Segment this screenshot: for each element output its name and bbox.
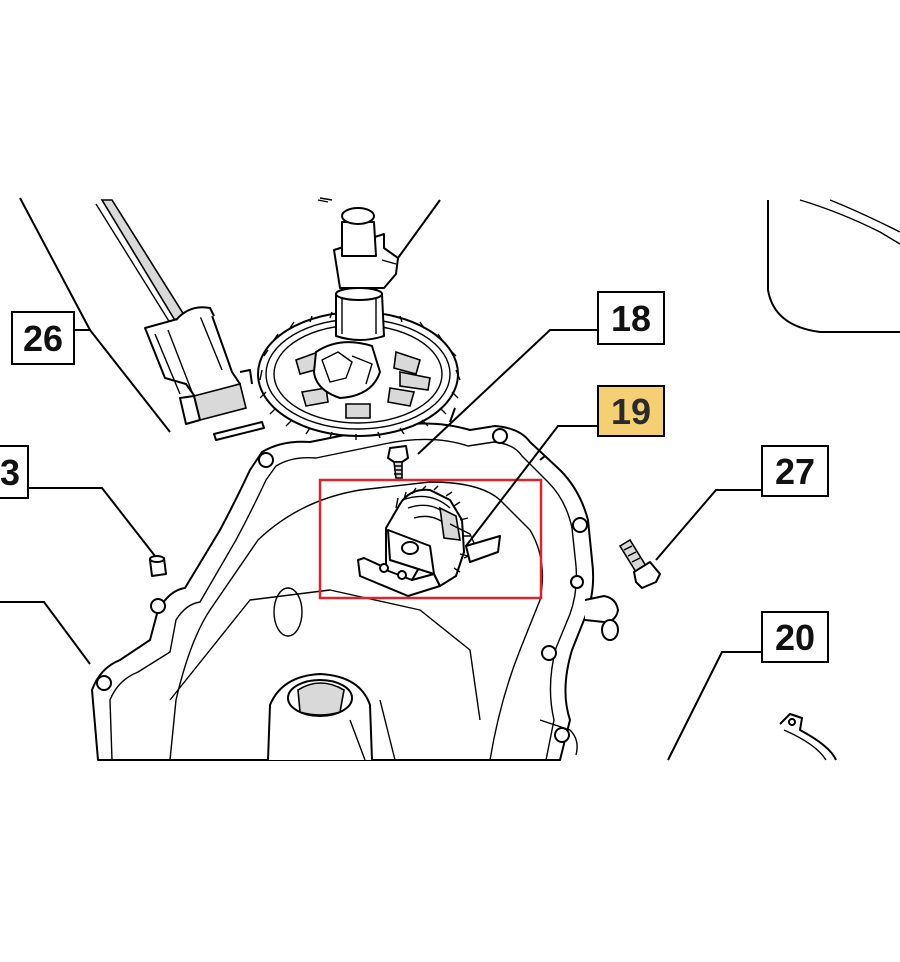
callout-19-label: 19: [611, 391, 651, 432]
leader-lines: [0, 197, 762, 761]
crankcase-cover-icon: [91, 422, 619, 761]
camshaft-gear-icon: [257, 197, 461, 440]
callout-18: 18: [597, 291, 665, 345]
dipstick-tube-icon: [95, 199, 265, 441]
callout-27-label: 27: [775, 451, 815, 492]
callout-3: 3: [0, 445, 29, 499]
callout-20: 20: [761, 611, 829, 663]
bolt-icon: [618, 538, 661, 589]
governor-assembly-icon: [357, 485, 501, 597]
callout-3-label: 3: [0, 452, 20, 493]
bottom-margin: [0, 761, 900, 962]
callout-26-label: 26: [23, 318, 63, 359]
callout-18-label: 18: [611, 298, 651, 339]
clip-icon: [779, 713, 837, 761]
highlight-frame: [318, 478, 543, 600]
housing-corner-icon: [767, 199, 900, 333]
screw-icon: [387, 445, 409, 479]
callout-26: 26: [11, 311, 75, 365]
dowel-pin-icon: [149, 555, 167, 577]
callout-27: 27: [761, 445, 829, 497]
callout-19: 19: [597, 385, 665, 437]
callout-20-label: 20: [775, 617, 815, 658]
